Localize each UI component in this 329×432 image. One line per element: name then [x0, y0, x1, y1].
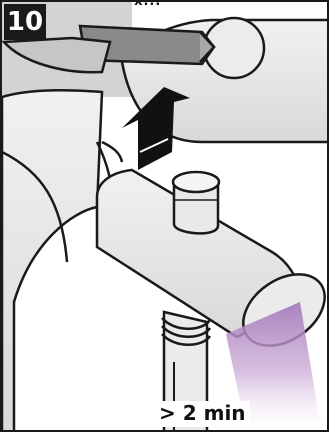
valve-body [2, 90, 102, 432]
duration-label: > 2 min [157, 401, 250, 427]
diverter-knob-top [173, 172, 219, 192]
step-number-badge: 10 [4, 4, 46, 40]
